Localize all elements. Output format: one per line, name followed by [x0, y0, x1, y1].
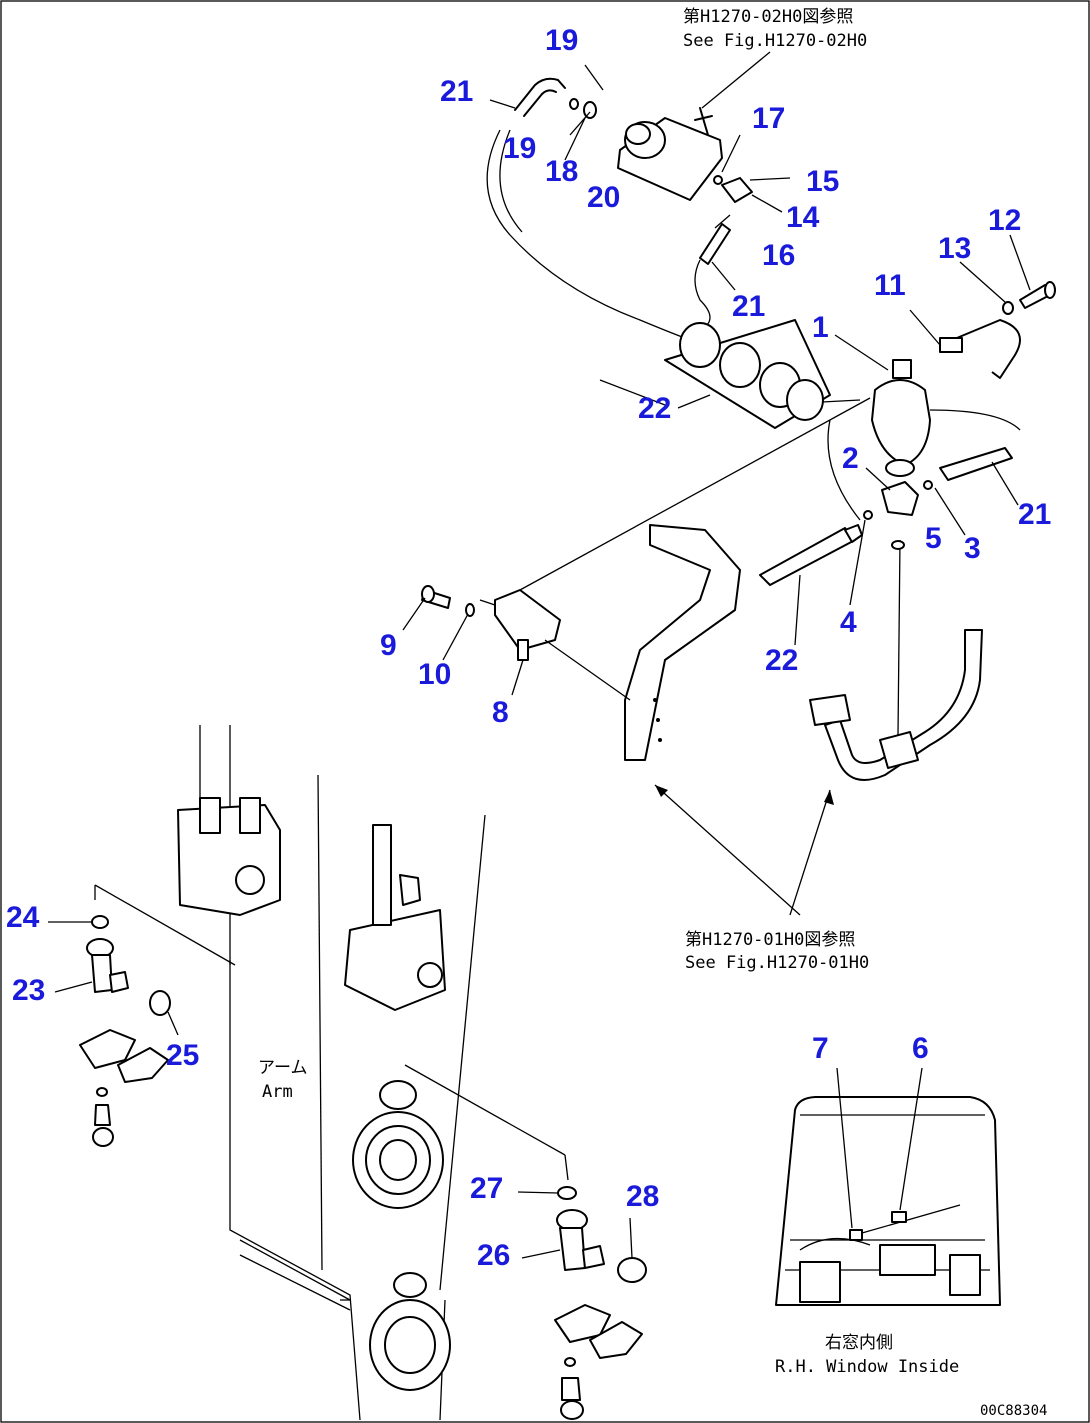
part-number-21: 21: [1018, 498, 1051, 531]
reference-note-upper: 第H1270-02H0図参照 See Fig.H1270-02H0: [683, 7, 867, 51]
part-number-26: 25: [166, 1039, 199, 1072]
bolt-12-washer-13: [1002, 281, 1056, 315]
arm-pin-lower: [369, 1272, 451, 1391]
ref-note-upper-jp: 第H1270-02H0図参照: [683, 7, 853, 27]
reference-note-lower: 第H1270-01H0図参照 See Fig.H1270-01H0: [685, 930, 869, 973]
arm-label-en: Arm: [262, 1082, 293, 1102]
assembly-line-3: [479, 599, 496, 606]
part-number-25: 24: [6, 901, 40, 934]
part-number-7: 7: [812, 1032, 829, 1065]
part-number-12: 12: [988, 204, 1021, 237]
part-number-9: 9: [380, 629, 397, 662]
leader-21a: [489, 99, 516, 109]
fitting-14: [713, 175, 753, 203]
clamp-band-11: [939, 319, 1021, 379]
part-number-16: 16: [762, 239, 795, 272]
solenoid-valve-block: [617, 107, 723, 201]
grease-fitting-group-right: [554, 1186, 647, 1420]
ref-note-upper-en: See Fig.H1270-02H0: [683, 31, 867, 51]
part-number-29: 28: [626, 1180, 659, 1213]
part-number-22: 21: [732, 290, 765, 323]
part-number-8: 8: [492, 696, 509, 729]
elbow-fitting-top: [514, 77, 597, 119]
hose-clamp-bracket: [664, 319, 831, 429]
leader-ref-upper: [701, 51, 771, 109]
ref-note-lower-jp: 第H1270-01H0図参照: [685, 930, 855, 950]
part-number-6: 6: [912, 1032, 929, 1065]
part-number-5: 5: [925, 522, 942, 555]
reference-arrows: [654, 784, 834, 916]
part-number-4: 4: [840, 606, 857, 639]
part-number-19: 19: [503, 132, 536, 165]
tube-vertical: [897, 539, 901, 736]
main-bracket-8: [624, 524, 741, 761]
drawing-code: 00C88304: [980, 1403, 1047, 1419]
assembly-line-4: [827, 419, 861, 521]
part-number-22: 22: [765, 644, 798, 677]
arm-leader-left: [94, 884, 236, 966]
hose-22-upper: [694, 223, 731, 331]
accumulator: [871, 359, 931, 477]
part-leaders: [48, 111, 1031, 1259]
arm-pin-upper: [352, 1080, 444, 1209]
part-number-3: 3: [964, 532, 981, 565]
part-number-27: 26: [477, 1239, 510, 1272]
part-number-21: 21: [440, 75, 473, 108]
arm-leader: [404, 1064, 566, 1156]
hose-loop-right: [929, 409, 1021, 431]
grease-fitting-group-left: [79, 915, 171, 1147]
part-number-20: 20: [587, 181, 620, 214]
arm-label-jp: アーム: [258, 1058, 307, 1078]
part-number-labels: 19 21 19 18 20 17 15 14 16 12 13 11 21 1…: [6, 24, 1051, 1272]
window-caption-jp: 右窓内側: [825, 1333, 893, 1353]
part-number-2: 2: [842, 442, 859, 475]
part-number-18: 18: [545, 155, 578, 188]
tee-fitting-2: [863, 480, 933, 520]
window-caption: 右窓内側 R.H. Window Inside: [775, 1333, 959, 1377]
part-number-13: 13: [938, 232, 971, 265]
leader-16: [714, 214, 731, 229]
cab-window-inset: [775, 1067, 1001, 1306]
bent-pipe: [809, 629, 983, 781]
part-number-1: 1: [812, 311, 829, 344]
part-number-19: 19: [545, 24, 578, 57]
arm-boss-upper: [177, 797, 281, 916]
leader-15: [749, 177, 791, 181]
part-number-28: 27: [470, 1172, 503, 1205]
part-number-24: 23: [12, 974, 45, 1007]
arm-boss-lower: [344, 824, 446, 1011]
ref-note-lower-en: See Fig.H1270-01H0: [685, 953, 869, 973]
part-number-15: 15: [806, 165, 839, 198]
part-number-14: 14: [786, 201, 820, 234]
assembly-line-2: [544, 639, 631, 701]
hose-22-lower: [759, 524, 863, 586]
plate-8: [494, 589, 561, 661]
part-number-17: 17: [752, 102, 785, 135]
part-number-10: 10: [418, 658, 451, 691]
bolt-9-washer-10: [421, 585, 475, 617]
part-number-11: 11: [874, 269, 906, 302]
arm-label: アーム Arm: [258, 1058, 307, 1102]
assembly-line-1: [519, 397, 871, 591]
part-number-23: 22: [638, 392, 671, 425]
leader-19a: [584, 64, 604, 91]
window-caption-en: R.H. Window Inside: [775, 1357, 959, 1377]
hose-21-right: [939, 447, 1013, 481]
o-ring-5: [891, 540, 905, 550]
